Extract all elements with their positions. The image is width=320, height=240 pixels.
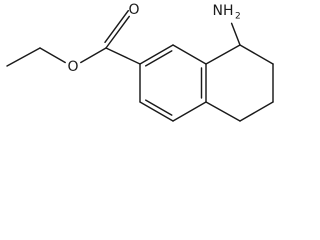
atom-label-layer: O O NH 2 — [67, 2, 240, 75]
ring-fusion-bond-bottom — [205, 101, 241, 122]
chemical-structure-drawing: O O NH 2 — [6, 2, 274, 122]
saturated-ring-bond-1 — [239, 44, 274, 65]
carbonyl-double-bond-secondary — [104, 10, 129, 44]
ester-oxygen-label: O — [67, 59, 78, 75]
aromatic-bond-5 — [139, 101, 174, 122]
amine-subscript-label: 2 — [235, 12, 241, 22]
structure-canvas: O O NH 2 — [0, 0, 284, 134]
aromatic-bond-1 — [139, 44, 174, 65]
aromatic-inner-double-3 — [144, 99, 173, 116]
ring-fusion-bond-top — [205, 44, 241, 65]
ethyl-oxygen-bond — [39, 47, 66, 64]
saturated-ring-bond-3 — [239, 101, 274, 122]
oxygen-carbonyl-carbon-bond — [80, 47, 107, 64]
ethyl-terminal-bond — [6, 47, 41, 67]
carbonyl-double-bond-primary — [105, 15, 130, 49]
bond-layer — [6, 10, 274, 122]
carbonyl-oxygen-label: O — [128, 2, 139, 18]
aromatic-bond-4 — [172, 101, 207, 122]
carbonyl-aryl-bond — [105, 47, 141, 65]
aromatic-bond-2 — [172, 44, 207, 65]
aromatic-inner-double-1 — [144, 50, 173, 67]
amine-label: NH — [213, 3, 234, 19]
amine-bond — [230, 22, 241, 46]
